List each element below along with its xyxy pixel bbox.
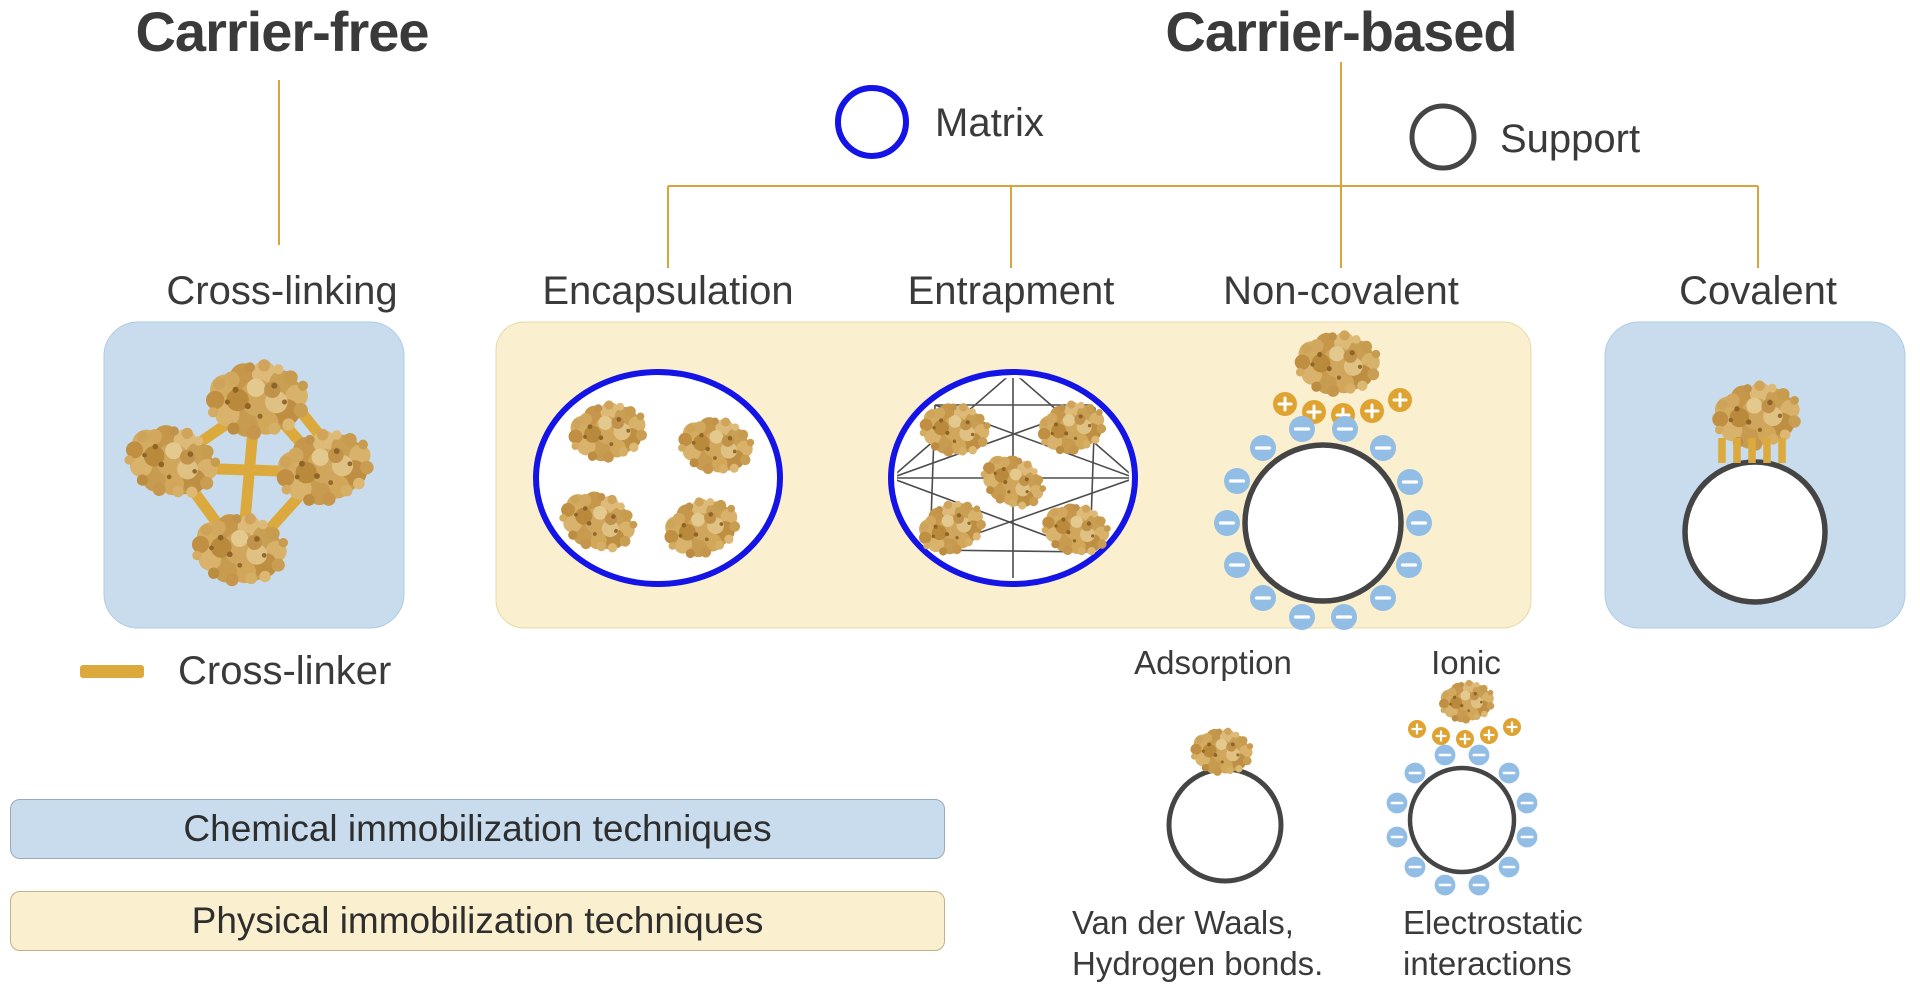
chemical-legend-box: Chemical immobilization techniques [10, 799, 945, 859]
enzyme-icon [1437, 678, 1496, 726]
covalent-support-circle [1682, 459, 1828, 605]
adsorption-label: Adsorption [1134, 644, 1292, 681]
encapsulation-label: Encapsulation [542, 269, 794, 313]
non-covalent-label: Non-covalent [1223, 269, 1459, 313]
encapsulation-capsule [533, 369, 783, 587]
ionic-description-line1: Electrostatic [1403, 904, 1583, 941]
ionic-label: Ionic [1431, 644, 1501, 681]
connector-lines [278, 62, 1759, 268]
cross-linking-label: Cross-linking [166, 269, 398, 313]
carrier-free-title: Carrier-free [135, 0, 429, 63]
adsorption-description-line2: Hydrogen bonds. [1072, 945, 1324, 982]
support-circle [1242, 442, 1404, 604]
matrix-label: Matrix [935, 101, 1044, 145]
covalent-bonds [1718, 438, 1786, 463]
adsorption-support-circle [1166, 766, 1284, 884]
support-circle-icon [1409, 103, 1477, 171]
physical-legend-box: Physical immobilization techniques [10, 891, 945, 951]
covalent-label: Covalent [1679, 269, 1837, 313]
adsorption-description-line1: Van der Waals, [1072, 904, 1294, 941]
support-label: Support [1500, 117, 1641, 161]
ionic-support-circle [1407, 765, 1517, 875]
cross-linker-label: Cross-linker [178, 649, 392, 693]
cross-linker-icon [80, 665, 144, 678]
chemical-legend-label: Chemical immobilization techniques [183, 808, 772, 849]
matrix-circle-icon [835, 85, 909, 159]
physical-legend-label: Physical immobilization techniques [191, 900, 764, 941]
ionic-description-line2: interactions [1403, 945, 1572, 982]
carrier-based-title: Carrier-based [1165, 0, 1517, 63]
entrapment-label: Entrapment [907, 269, 1115, 313]
